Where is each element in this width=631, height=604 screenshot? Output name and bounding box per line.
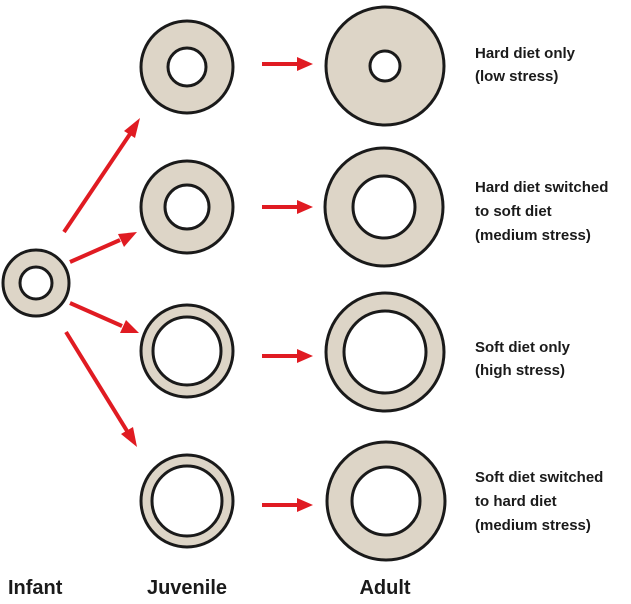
arrow-infant-to-juvenile-2 [69, 232, 137, 264]
arrow-juvenile-to-adult-3 [262, 349, 313, 363]
adult-bone-section-1 [324, 5, 446, 127]
stage-label-infant: Infant [8, 577, 63, 599]
stage-label-adult: Adult [359, 577, 410, 599]
arrow-infant-to-juvenile-4 [64, 330, 137, 447]
infant-to-juvenile-arrows [62, 118, 140, 447]
juvenile-bone-section-4 [139, 453, 235, 549]
arrow-infant-to-juvenile-3 [69, 301, 139, 333]
adult-bone-section-3 [324, 291, 446, 413]
arrow-juvenile-to-adult-1 [262, 57, 313, 71]
row-hard-to-soft-diet [139, 146, 445, 268]
infant-marrow-cavity [18, 265, 54, 301]
arrow-juvenile-to-adult-2 [262, 200, 313, 214]
condition-label-4: Soft diet switched to hard diet (medium … [475, 469, 608, 534]
adult-bone-section-4 [325, 440, 447, 562]
row-soft-to-hard-diet [139, 440, 447, 562]
condition-label-1: Hard diet only (low stress) [475, 45, 579, 85]
juvenile-bone-section-3 [139, 303, 235, 399]
condition-label-3: Soft diet only (high stress) [475, 339, 574, 379]
juvenile-bone-section-1 [139, 19, 235, 115]
stage-label-juvenile: Juvenile [147, 577, 227, 599]
row-soft-diet-only [139, 291, 446, 413]
adult-bone-section-2 [323, 146, 445, 268]
condition-label-2: Hard diet switched to soft diet (medium … [475, 179, 613, 244]
juvenile-bone-section-2 [139, 159, 235, 255]
row-hard-diet-only [139, 5, 446, 127]
infant-bone-section [1, 248, 71, 318]
arrow-juvenile-to-adult-4 [262, 498, 313, 512]
arrow-infant-to-juvenile-1 [62, 118, 140, 234]
